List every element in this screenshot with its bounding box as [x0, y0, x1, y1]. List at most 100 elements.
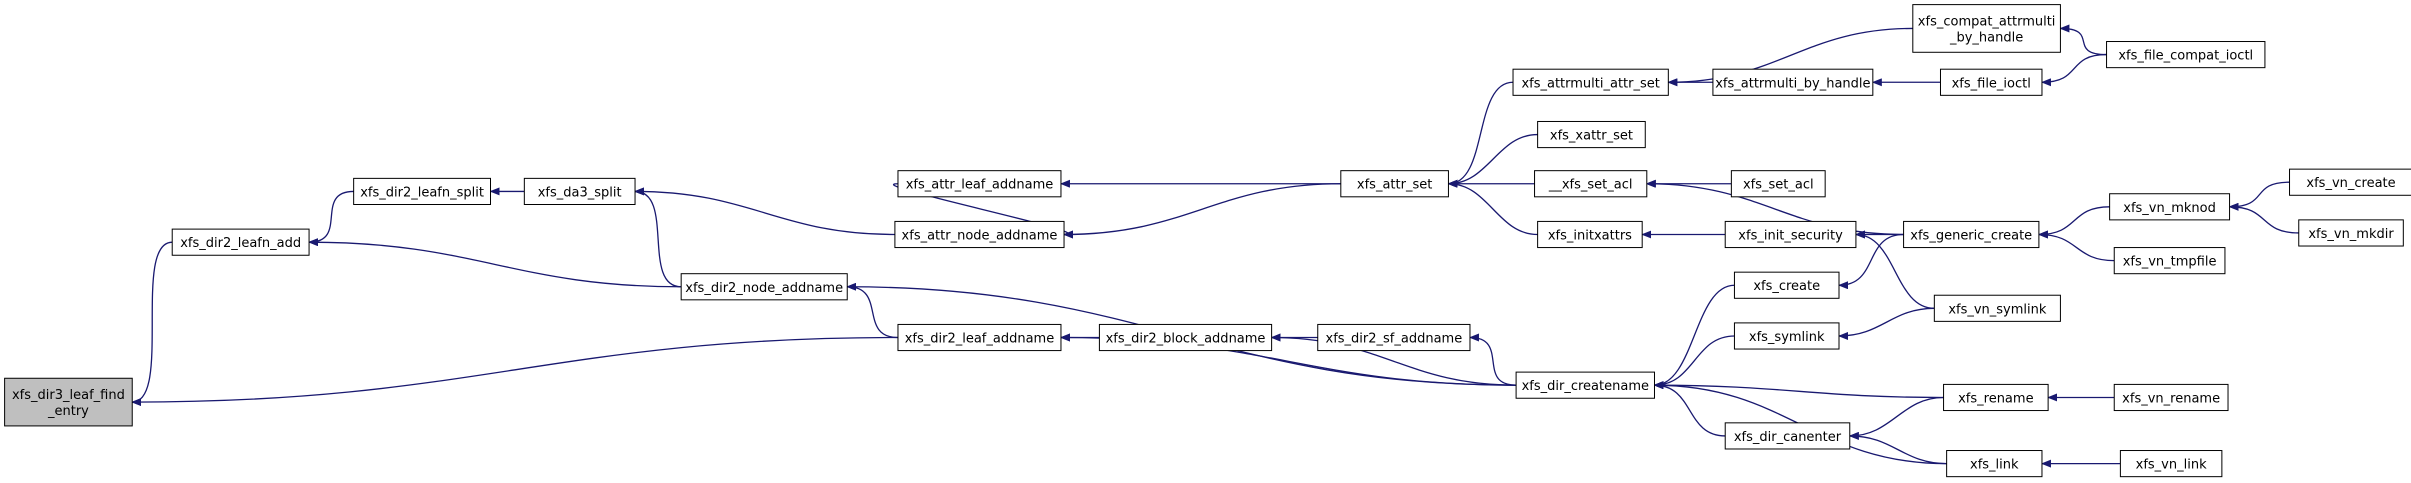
node-label: xfs_initxattrs — [1548, 228, 1632, 243]
node-attr-node-addname[interactable]: xfs_attr_node_addname — [894, 220, 1065, 249]
node-box — [1943, 383, 2049, 412]
node-label: xfs_link — [1970, 458, 2019, 473]
edge-generic_create-to-create — [1838, 233, 1904, 290]
node-label: xfs_dir2_node_addname — [685, 281, 843, 296]
node-file-ioctl[interactable]: xfs_file_ioctl — [1939, 68, 2043, 96]
node-box — [2298, 219, 2404, 247]
node-set-acl[interactable]: xfs_set_acl — [1730, 170, 1826, 198]
node-create[interactable]: xfs_create — [1733, 271, 1840, 299]
edge-dir_canenter-to-dir_createname — [1653, 381, 1726, 437]
node-box — [1733, 271, 1840, 299]
node-label: xfs_dir2_leafn_add — [180, 236, 301, 251]
node-init-security[interactable]: xfs_init_security — [1724, 220, 1857, 249]
node-vn-link[interactable]: xfs_vn_link — [2119, 450, 2223, 478]
node-compat-attrmulti[interactable]: xfs_compat_attrmulti_by_handle — [1912, 4, 2061, 53]
node--xfs-set-acl[interactable]: __xfs_set_acl — [1534, 170, 1648, 198]
node-leafn-add[interactable]: xfs_dir2_leafn_add — [171, 228, 310, 256]
edge-vn_symlink-to-symlink — [1838, 307, 1935, 340]
node-label: xfs_symlink — [1749, 330, 1825, 345]
node-label: xfs_vn_create — [2306, 176, 2395, 191]
edge-link-to-dir_canenter — [1848, 431, 1947, 465]
node-label: xfs_dir2_leafn_split — [360, 185, 484, 200]
edge-dir2_node_addname-to-da3_split — [634, 187, 682, 288]
node-label: xfs_set_acl — [1743, 178, 1814, 193]
node-dir-createname[interactable]: xfs_dir_createname — [1515, 371, 1655, 399]
node-box — [4, 377, 133, 427]
edge-vn_tmpfile-to-generic_create — [2037, 230, 2115, 262]
edge-file_compat_ioctl-to-compat_attrmulti — [2059, 24, 2107, 56]
node-box — [2113, 383, 2229, 412]
node-box — [2289, 168, 2411, 196]
node-rename[interactable]: xfs_rename — [1943, 383, 2049, 412]
node-label: xfs_attr_node_addname — [902, 228, 1058, 243]
edge-dir2_leaf_addname-to-find_entry — [131, 336, 898, 407]
node-leafn-split[interactable]: xfs_dir2_leafn_split — [353, 177, 492, 206]
edge-attr_node_addname-to-da3_split — [634, 187, 895, 236]
edge-compat_attrmulti-to-attrmulti_attr_set — [1667, 27, 1913, 87]
node-vn-mknod[interactable]: xfs_vn_mknod — [2109, 193, 2231, 221]
node-symlink[interactable]: xfs_symlink — [1733, 322, 1840, 350]
node-box — [1946, 450, 2043, 478]
node-label: xfs_dir_canenter — [1734, 430, 1842, 445]
node-file-compat-ioctl[interactable]: xfs_file_compat_ioctl — [2106, 41, 2266, 69]
node-box — [1340, 170, 1449, 198]
node-vn-symlink[interactable]: xfs_vn_symlink — [1933, 294, 2061, 322]
node-box — [1712, 68, 1874, 96]
node-vn-tmpfile[interactable]: xfs_vn_tmpfile — [2113, 247, 2226, 275]
node-label: xfs_da3_split — [538, 185, 622, 200]
node-attr-leaf-addname[interactable]: xfs_attr_leaf_addname — [897, 170, 1062, 198]
node-dir-canenter[interactable]: xfs_dir_canenter — [1724, 422, 1851, 450]
node-link[interactable]: xfs_link — [1946, 450, 2043, 478]
node-attrmulti-by-handle[interactable]: xfs_attrmulti_by_handle — [1712, 68, 1874, 96]
node-label: xfs_vn_mkdir — [2308, 227, 2394, 242]
nodes-layer: xfs_dir3_leaf_find_entry xfs_dir2_leafn_a… — [4, 4, 2411, 478]
node-box — [2113, 247, 2226, 275]
edge-create-to-dir_createname — [1653, 284, 1735, 390]
edge-vn_mkdir-to-vn_mknod — [2228, 202, 2299, 234]
node-vn-mkdir[interactable]: xfs_vn_mkdir — [2298, 219, 2404, 247]
node-box — [353, 177, 492, 206]
node-label: xfs_dir2_block_addname — [1106, 332, 1266, 347]
node-label: xfs_attrmulti_attr_set — [1521, 76, 1659, 91]
node-vn-create[interactable]: xfs_vn_create — [2289, 168, 2411, 196]
node-attr-set[interactable]: xfs_attr_set — [1340, 170, 1449, 198]
node-initxattrs[interactable]: xfs_initxattrs — [1537, 220, 1643, 249]
node-label: xfs_attr_set — [1357, 178, 1432, 193]
node-box — [1098, 323, 1273, 352]
node-box — [897, 170, 1062, 198]
node-label: xfs_attrmulti_by_handle — [1715, 76, 1870, 91]
node-dir2-leaf-addname[interactable]: xfs_dir2_leaf_addname — [897, 323, 1062, 352]
node-label: xfs_vn_mknod — [2123, 201, 2216, 216]
node-dir2-sf-addname[interactable]: xfs_dir2_sf_addname — [1317, 323, 1471, 352]
node-vn-rename[interactable]: xfs_vn_rename — [2113, 383, 2229, 412]
node-box — [1515, 371, 1655, 399]
edge-dir2_node_addname-to-leafn_add — [308, 238, 682, 288]
node-da3-split[interactable]: xfs_da3_split — [523, 177, 636, 206]
node-xattr-set[interactable]: xfs_xattr_set — [1537, 120, 1646, 149]
node-box — [1537, 120, 1646, 149]
edge-dir_createname-to-dir2_block_addname — [1270, 333, 1517, 386]
node-label: xfs_init_security — [1738, 228, 1843, 243]
node-label: xfs_dir3_leaf_find — [12, 388, 125, 403]
edge-vn_create-to-vn_mknod — [2228, 181, 2290, 211]
node-box — [894, 220, 1065, 249]
edge-symlink-to-dir_createname — [1653, 335, 1735, 390]
node-generic-create[interactable]: xfs_generic_create — [1903, 220, 2040, 249]
node-box — [680, 273, 848, 301]
node-box — [2109, 193, 2231, 221]
node-find-entry[interactable]: xfs_dir3_leaf_find_entry — [4, 377, 133, 427]
edge-leafn_add-to-find_entry — [131, 241, 173, 407]
node-label: xfs_dir2_leaf_addname — [905, 332, 1055, 347]
edge-initxattrs-to-attr_set — [1447, 179, 1538, 236]
node-label: xfs_file_ioctl — [1952, 76, 2031, 91]
node-box — [2119, 450, 2223, 478]
node-label: xfs_generic_create — [1910, 228, 2032, 243]
edge-rename-to-dir_canenter — [1848, 396, 1944, 440]
node-label: xfs_rename — [1958, 391, 2033, 406]
node-dir2-node-addname[interactable]: xfs_dir2_node_addname — [680, 273, 848, 301]
node-attrmulti-attr-set[interactable]: xfs_attrmulti_attr_set — [1512, 68, 1669, 96]
node-dir2-block-addname[interactable]: xfs_dir2_block_addname — [1098, 323, 1273, 352]
node-box — [1933, 294, 2061, 322]
edge-file_compat_ioctl-to-file_ioctl — [2040, 53, 2107, 87]
